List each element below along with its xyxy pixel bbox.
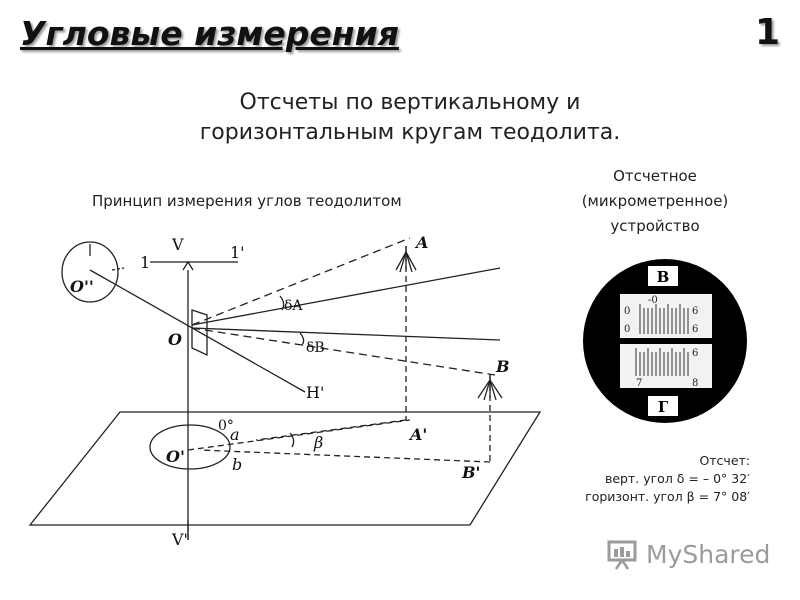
vertical-circle	[61, 241, 119, 303]
target-b	[477, 375, 503, 401]
label-b: b	[232, 455, 242, 474]
micrometer-letter-top: В	[657, 268, 670, 286]
label-B: B	[495, 357, 510, 376]
slide-subtitle: Отсчеты по вертикальному и горизонтальны…	[140, 88, 680, 148]
telescope	[191, 309, 208, 357]
micrometer-top-label-1: -0	[648, 295, 658, 306]
micrometer-bottom-label-1: 7	[636, 378, 642, 389]
reading-block: Отсчет: верт. угол δ = – 0° 32′ горизонт…	[560, 452, 750, 506]
label-one-prime: 1'	[230, 243, 245, 262]
target-a	[395, 246, 417, 273]
logo-text: MyShared	[646, 539, 771, 569]
label-zero-degree: 0°	[218, 418, 234, 434]
label-delta-A: δA	[284, 298, 303, 314]
micrometer-caption: Отсчетное (микрометренное) устройство	[560, 164, 750, 239]
micrometer-top-label-3: 6	[692, 306, 698, 317]
horizontal-circle	[149, 424, 231, 470]
label-O-prime: O'	[166, 447, 185, 466]
slide-number: 1	[754, 12, 780, 53]
micrometer-top-label-6: 6	[692, 348, 698, 359]
label-H-prime: H'	[306, 383, 324, 402]
reading-horizontal: горизонт. угол β = 7° 08′	[585, 489, 750, 504]
label-a: a	[230, 425, 240, 444]
reading-header: Отсчет:	[699, 453, 750, 468]
micrometer-caption-line-3: устройство	[610, 217, 700, 235]
myshared-logo: MyShared	[606, 534, 770, 574]
micrometer-top-label-5: 6	[692, 324, 698, 335]
subtitle-line-2: горизонтальным кругам теодолита.	[199, 120, 621, 145]
label-O: O	[168, 330, 182, 349]
label-V-prime: V'	[171, 530, 188, 549]
micrometer-device: В -0 0 6 0 6 6 7 8 Г	[583, 259, 747, 423]
micrometer-caption-line-1: Отсчетное	[613, 167, 697, 185]
label-delta-B: δB	[306, 340, 325, 356]
page-title: Угловые измерения	[20, 14, 399, 53]
label-V: V	[171, 235, 184, 254]
micrometer-caption-line-2: (микрометренное)	[581, 192, 729, 210]
horizontal-plane	[28, 411, 542, 526]
collimation-axis	[89, 269, 306, 393]
reading-vertical: верт. угол δ = – 0° 32′	[604, 471, 750, 486]
label-O-double: O''	[70, 277, 94, 296]
micrometer-letter-bottom: Г	[658, 398, 669, 416]
label-beta: β	[313, 433, 323, 452]
subtitle-line-1: Отсчеты по вертикальному и	[239, 90, 581, 115]
theodolite-diagram: V 1 1' O'' O H' A A' B B' O' V' δA δB β …	[28, 233, 542, 549]
label-A: A	[414, 233, 428, 252]
micrometer-bottom-label-2: 8	[692, 378, 698, 389]
presentation-icon	[607, 540, 637, 570]
micrometer-top-label-4: 0	[624, 324, 630, 335]
micrometer-top-label-2: 0	[624, 306, 630, 317]
label-B-prime: B'	[461, 463, 480, 482]
label-one: 1	[140, 253, 150, 272]
diagram-caption: Принцип измерения углов теодолитом	[92, 192, 402, 210]
label-A-prime: A'	[408, 425, 427, 444]
